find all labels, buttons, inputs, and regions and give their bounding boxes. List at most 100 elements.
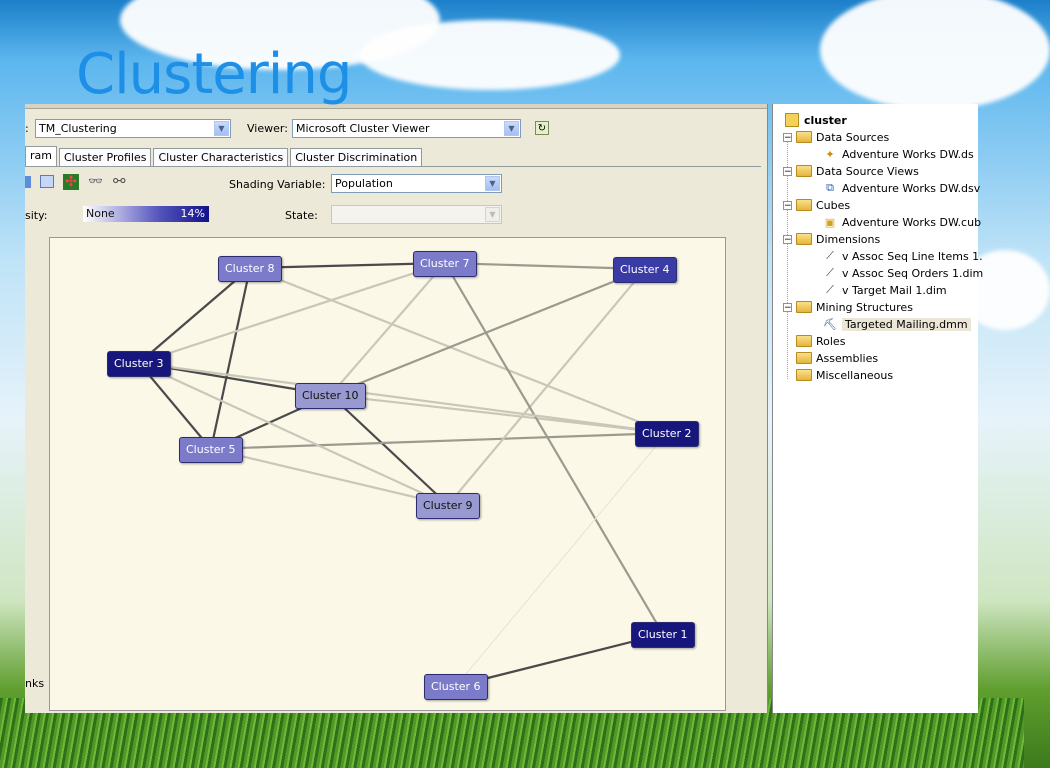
cluster-node-6[interactable]: Cluster 6 [424, 674, 488, 700]
tab-cluster-profiles[interactable]: Cluster Profiles [58, 148, 152, 167]
tree-item-dimensions[interactable]: −Dimensions [783, 231, 880, 247]
tree-item-v-assoc-seq-orders-1-dim[interactable]: ⟋v Assoc Seq Orders 1.dim [823, 265, 983, 281]
zoom-fit-icon[interactable]: ✣ [63, 174, 79, 190]
cluster-link-7-1 [444, 262, 664, 635]
cluster-link-3-5 [138, 362, 212, 450]
tree-item-data-sources[interactable]: − Data Sources [783, 129, 889, 145]
tab-cluster-diagram[interactable]: ram [25, 146, 57, 167]
cluster-link-8-2 [249, 266, 668, 435]
chevron-down-icon[interactable]: ▼ [485, 207, 500, 222]
layout-icon[interactable]: ⚯ [113, 172, 126, 190]
shading-variable-value: Population [335, 177, 393, 190]
cluster-node-3[interactable]: Cluster 3 [107, 351, 171, 377]
tree-item-label: Adventure Works DW.dsv [842, 181, 981, 195]
cluster-link-3-2 [138, 361, 668, 435]
tree-item-mining-structures[interactable]: −Mining Structures [783, 299, 913, 315]
tree-guide-line [787, 134, 788, 379]
tree-item-label: Cubes [816, 198, 851, 212]
viewer-tabs: ram Cluster Profiles Cluster Characteris… [25, 146, 424, 167]
cluster-diagram-canvas[interactable]: Cluster 8 Cluster 7 Cluster 4 Cluster 3 Clus… [49, 237, 726, 711]
tab-cluster-characteristics[interactable]: Cluster Characteristics [153, 148, 289, 167]
cluster-viewer-window: : TM_Clustering ▼ Viewer: Microsoft Clus… [25, 104, 768, 713]
solution-icon [785, 113, 799, 127]
folder-icon [796, 165, 812, 177]
density-legend-bar: None 14% [83, 206, 209, 222]
top-toolbar-strip [25, 104, 767, 109]
refresh-icon[interactable]: ↻ [535, 121, 549, 135]
tree-item-label: Data Source Views [816, 164, 919, 178]
folder-icon [796, 301, 812, 313]
cluster-link-6-2 [455, 432, 668, 687]
tree-item-label: Adventure Works DW.cub [842, 215, 982, 229]
cluster-node-10[interactable]: Cluster 10 [295, 383, 366, 409]
tab-panel-border [25, 166, 761, 167]
slide-title: Clustering [76, 42, 352, 107]
chevron-down-icon[interactable]: ▼ [214, 121, 229, 136]
cluster-link-3-7 [138, 261, 446, 365]
cluster-links [138, 261, 668, 688]
cluster-node-8[interactable]: Cluster 8 [218, 256, 282, 282]
tree-item-v-assoc-seq-line-items-1[interactable]: ⟋v Assoc Seq Line Items 1. [823, 248, 983, 264]
mining-model-value: TM_Clustering [39, 122, 117, 135]
tree-item-label: Assemblies [816, 351, 879, 365]
collapse-icon[interactable]: − [783, 200, 792, 211]
cluster-link-9-4 [447, 268, 646, 506]
tree-item-data-source-views[interactable]: − Data Source Views [783, 163, 919, 179]
tree-item-v-target-mail-1-dim[interactable]: ⟋v Target Mail 1.dim [823, 282, 947, 298]
tree-item-label: Roles [816, 334, 846, 348]
tree-item-label: Miscellaneous [816, 368, 894, 382]
collapse-icon[interactable]: − [783, 166, 792, 177]
folder-icon [796, 369, 812, 381]
model-label: : [25, 122, 29, 135]
folder-icon [796, 233, 812, 245]
cluster-node-7[interactable]: Cluster 7 [413, 251, 477, 277]
collapse-icon[interactable]: − [783, 302, 792, 313]
mining-model-select[interactable]: TM_Clustering ▼ [35, 119, 231, 138]
cluster-node-4[interactable]: Cluster 4 [613, 257, 677, 283]
links-slider[interactable] [29, 512, 39, 662]
solution-explorer-tree: cluster−Data Sources✦Adventure Works DW.… [772, 104, 983, 713]
tree-item-targeted-mailing-dmm[interactable]: ⛏Targeted Mailing.dmm [823, 316, 971, 332]
cluster-node-2[interactable]: Cluster 2 [635, 421, 699, 447]
tree-root[interactable]: cluster [785, 112, 847, 128]
tree-item-adventure-works-dw-ds[interactable]: ✦Adventure Works DW.ds [823, 146, 973, 162]
shading-variable-label: Shading Variable: [229, 178, 326, 191]
viewer-value: Microsoft Cluster Viewer [296, 122, 430, 135]
viewer-label: Viewer: [247, 122, 288, 135]
cloud [360, 20, 620, 90]
density-max-label: 14% [180, 207, 205, 220]
tree-item-label: v Target Mail 1.dim [842, 283, 947, 297]
mining-model-icon: ⛏ [823, 317, 837, 331]
cluster-link-1-6 [455, 632, 664, 688]
cluster-link-5-2 [210, 431, 668, 451]
folder-icon [796, 335, 812, 347]
tree-item-adventure-works-dw-cub[interactable]: ▣ Adventure Works DW.cub [823, 214, 981, 230]
cluster-node-9[interactable]: Cluster 9 [416, 493, 480, 519]
find-icon[interactable]: 👓 [88, 174, 103, 188]
tree-item-adventure-works-dw-dsv[interactable]: ⧉Adventure Works DW.dsv [823, 180, 980, 196]
cluster-node-1[interactable]: Cluster 1 [631, 622, 695, 648]
chevron-down-icon[interactable]: ▼ [485, 176, 500, 191]
links-label: nks [25, 677, 45, 690]
cloud [820, 0, 1050, 110]
chevron-down-icon[interactable]: ▼ [504, 121, 519, 136]
tree-item-roles[interactable]: Roles [783, 333, 845, 349]
tab-cluster-discrimination[interactable]: Cluster Discrimination [290, 148, 423, 167]
cluster-link-10-7 [329, 262, 446, 396]
tree-item-label: Data Sources [816, 130, 890, 144]
collapse-icon[interactable]: − [783, 234, 792, 245]
datasource-icon: ✦ [825, 147, 835, 161]
copy-graph-icon[interactable] [40, 175, 54, 188]
tree-item-miscellaneous[interactable]: Miscellaneous [783, 367, 893, 383]
tree-item-cubes[interactable]: − Cubes [783, 197, 850, 213]
collapse-icon[interactable]: − [783, 132, 792, 143]
density-label: sity: [25, 209, 48, 222]
viewer-select[interactable]: Microsoft Cluster Viewer ▼ [292, 119, 521, 138]
tree-item-assemblies[interactable]: Assemblies [783, 350, 878, 366]
shading-variable-select[interactable]: Population ▼ [331, 174, 502, 193]
copy-icon[interactable] [25, 176, 31, 188]
cluster-node-5[interactable]: Cluster 5 [179, 437, 243, 463]
cube-icon: ▣ [824, 215, 836, 229]
state-select[interactable]: ▼ [331, 205, 502, 224]
cluster-link-10-4 [330, 267, 646, 397]
